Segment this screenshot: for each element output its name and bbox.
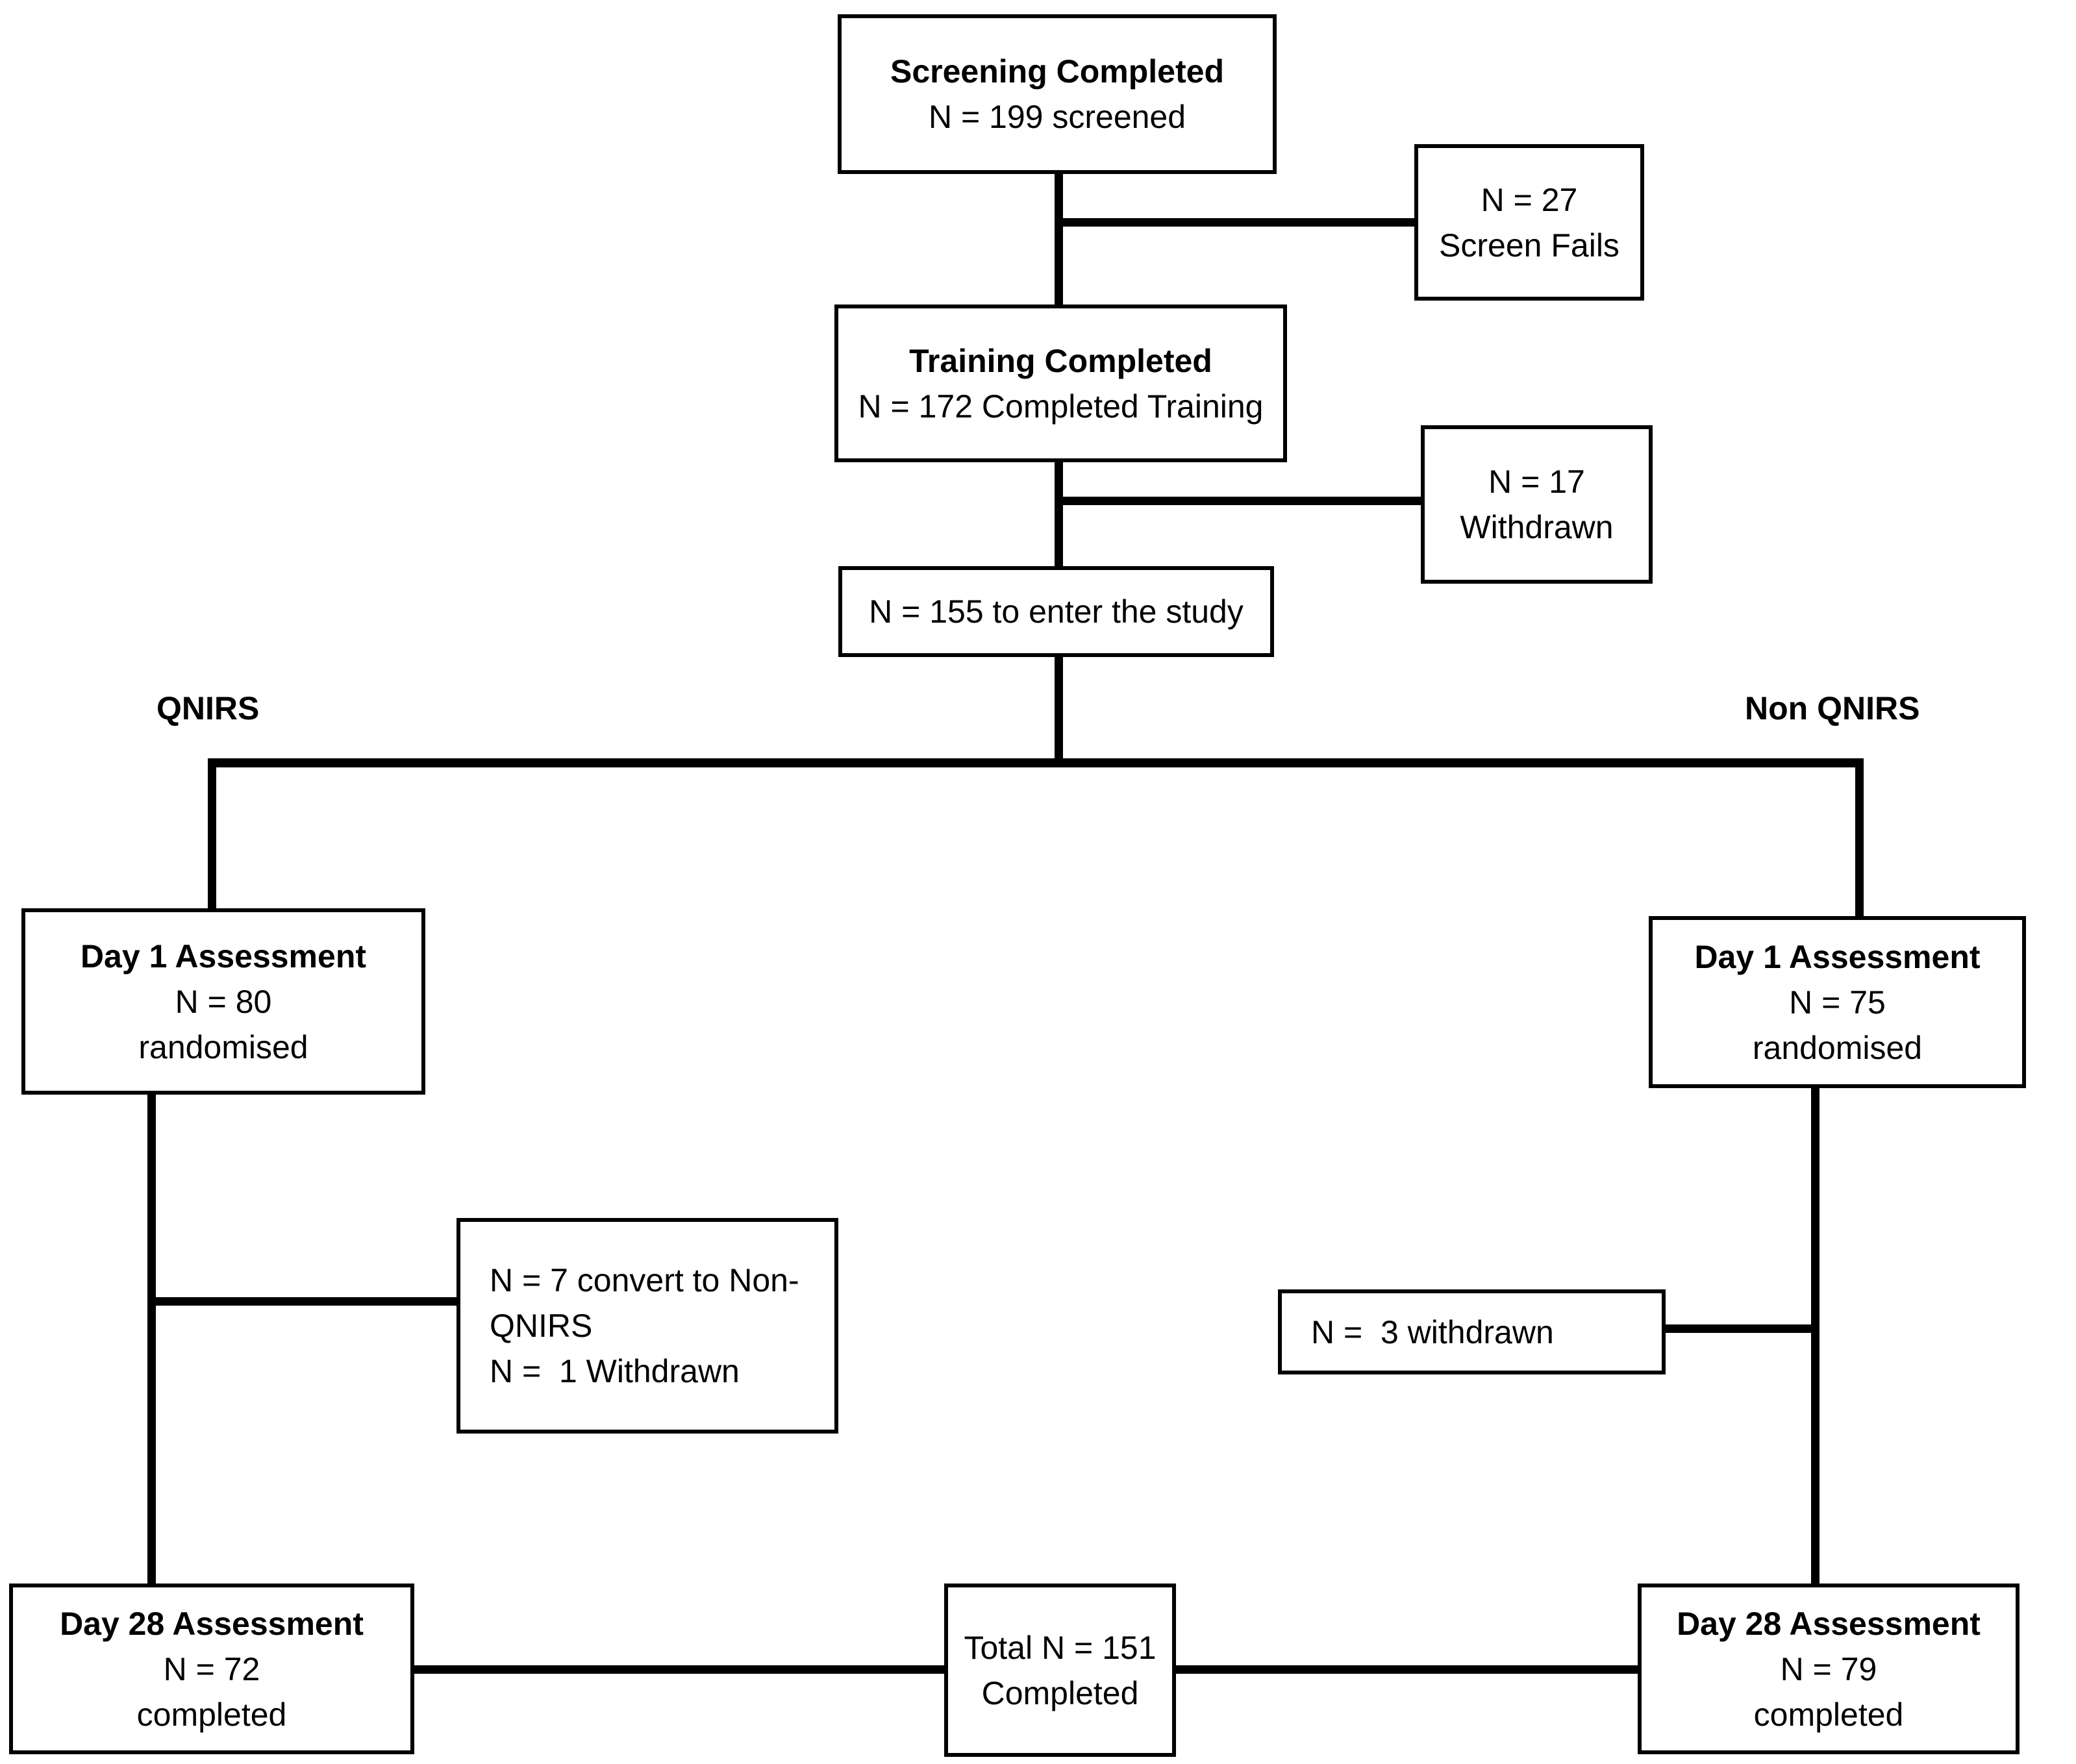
box-withdrawn-17: N = 17 Withdrawn — [1421, 425, 1653, 584]
box-day1-qnirs-title: Day 1 Assessment — [80, 938, 367, 975]
box-day28-nonqnirs-status: completed — [1753, 1696, 1904, 1733]
box-day28-qnirs-count: N = 72 — [163, 1650, 260, 1687]
box-day28-qnirs: Day 28 Assessment N = 72 completed — [9, 1584, 414, 1754]
box-withdrawn-3: N = 3 withdrawn — [1278, 1289, 1666, 1374]
box-total-status: Completed — [981, 1674, 1139, 1711]
connector-branch-convert — [147, 1297, 459, 1306]
connector-spine-enter-branch — [1055, 654, 1063, 767]
box-convert-line3: N = 1 Withdrawn — [490, 1353, 740, 1389]
box-convert-line1: N = 7 convert to Non- — [490, 1262, 799, 1298]
box-day28-nonqnirs-title: Day 28 Assessment — [1677, 1605, 1981, 1642]
box-day1-nonqnirs-status: randomised — [1752, 1029, 1923, 1066]
box-training-completed: Training Completed N = 172 Completed Tra… — [834, 304, 1287, 462]
connector-drop-qnirs — [208, 758, 216, 911]
box-screening-completed: Screening Completed N = 199 screened — [838, 14, 1277, 174]
box-day28-qnirs-title: Day 28 Assessment — [60, 1605, 364, 1642]
connector-spine-screening-training — [1055, 173, 1063, 307]
box-withdrawn-3-count: N = 3 withdrawn — [1311, 1313, 1554, 1350]
box-day1-nonqnirs: Day 1 Assessment N = 75 randomised — [1649, 916, 2026, 1088]
box-day1-qnirs-count: N = 80 — [175, 983, 272, 1020]
connector-branch-screen-fails — [1055, 218, 1416, 227]
box-day28-nonqnirs: Day 28 Assessment N = 79 completed — [1638, 1584, 2020, 1754]
connector-branch-withdrawn-17 — [1055, 497, 1422, 505]
box-training-title: Training Completed — [909, 342, 1212, 379]
box-screen-fails-label: Screen Fails — [1439, 227, 1620, 264]
label-qnirs-arm: QNIRS — [156, 690, 260, 727]
box-training-count: N = 172 Completed Training — [858, 388, 1264, 425]
label-nonqnirs-arm: Non QNIRS — [1745, 690, 1920, 727]
box-total-count: Total N = 151 — [964, 1629, 1157, 1666]
connector-drop-nonqnirs — [1855, 758, 1864, 919]
box-screening-count: N = 199 screened — [928, 99, 1186, 135]
box-enter-study: N = 155 to enter the study — [838, 566, 1274, 657]
box-convert-withdrawn: N = 7 convert to Non- QNIRS N = 1 Withdr… — [456, 1218, 838, 1434]
box-day28-qnirs-status: completed — [136, 1696, 287, 1733]
connector-branch-withdrawn-3 — [1663, 1324, 1820, 1333]
box-enter-study-count: N = 155 to enter the study — [869, 593, 1244, 630]
box-withdrawn-17-label: Withdrawn — [1460, 509, 1614, 545]
connector-total-day28-nonqnirs — [1173, 1665, 1640, 1674]
box-screening-title: Screening Completed — [890, 53, 1224, 90]
connector-day28-qnirs-total — [412, 1665, 947, 1674]
box-day1-qnirs-status: randomised — [138, 1028, 308, 1065]
connector-spine-training-enter — [1055, 460, 1063, 569]
box-convert-line2: QNIRS — [490, 1308, 593, 1344]
box-day1-nonqnirs-title: Day 1 Assessment — [1694, 938, 1981, 975]
connector-nonqnirs-day1-day28 — [1811, 1086, 1820, 1586]
box-withdrawn-17-count: N = 17 — [1488, 464, 1585, 500]
connector-qnirs-day1-day28 — [147, 1092, 156, 1586]
box-day1-nonqnirs-count: N = 75 — [1789, 984, 1886, 1021]
box-day1-qnirs: Day 1 Assessment N = 80 randomised — [21, 908, 425, 1095]
box-screen-fails: N = 27 Screen Fails — [1414, 144, 1644, 301]
box-day28-nonqnirs-count: N = 79 — [1780, 1650, 1877, 1687]
box-total-completed: Total N = 151 Completed — [944, 1584, 1176, 1757]
connector-randomisation-branch — [208, 758, 1864, 767]
box-screen-fails-count: N = 27 — [1481, 181, 1578, 218]
